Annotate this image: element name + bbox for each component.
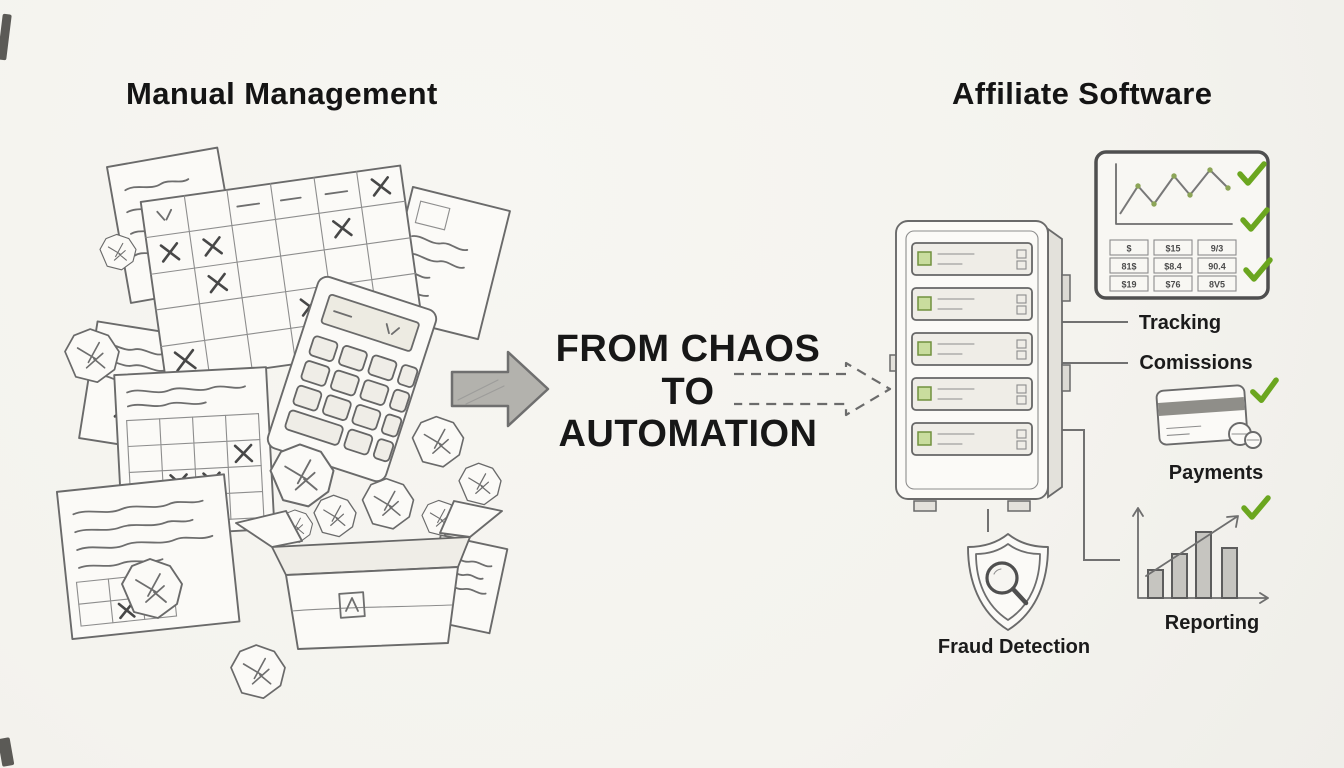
- led-indicator: [917, 296, 932, 311]
- cardboard-box-sketch: [235, 477, 503, 650]
- cell-value: $15: [1165, 244, 1180, 254]
- server-bay: [911, 422, 1033, 456]
- server-bay: [911, 377, 1033, 411]
- trend-arrow: [1145, 515, 1239, 577]
- label-tracking: Tracking: [1138, 312, 1222, 334]
- currency-grid: $ $15 9/3 81$ $8.4 90.4 $19 $76 8V5: [1109, 239, 1237, 292]
- led-indicator: [917, 386, 932, 401]
- center-tagline: FROM CHAOS TO AUTOMATION: [538, 328, 838, 456]
- crumpled-paper: [458, 462, 502, 506]
- cell-value: $19: [1121, 280, 1136, 290]
- label-commissions: Comissions: [1139, 352, 1253, 374]
- calculator-sketch: [266, 275, 438, 483]
- data-points: [1135, 167, 1231, 207]
- magnifier-icon: [985, 561, 1029, 606]
- crumpled-paper: [230, 644, 286, 700]
- cell-value: $: [1126, 244, 1131, 254]
- paper-sheet: [55, 473, 241, 641]
- fraud-shield-icon: [967, 533, 1049, 631]
- chart-axes: [1132, 507, 1269, 604]
- analytics-monitor-illustration: $ $15 9/3 81$ $8.4 90.4 $19 $76 8V5: [1094, 150, 1273, 300]
- led-indicator: [917, 251, 932, 266]
- right-section-title: Affiliate Software: [952, 76, 1213, 111]
- chart-axes: [1115, 163, 1233, 225]
- label-payments: Payments: [1168, 462, 1264, 484]
- cell-value: 9/3: [1211, 244, 1224, 254]
- tagline-line-2: TO: [661, 370, 715, 413]
- server-bay: [911, 242, 1033, 276]
- payment-card-icon: [1155, 377, 1279, 449]
- label-reporting: Reporting: [1164, 612, 1260, 634]
- cell-value: 90.4: [1208, 262, 1226, 272]
- cell-value: 8V5: [1209, 280, 1225, 290]
- dashed-arrow-icon: [734, 361, 892, 417]
- manual-clutter-illustration: [55, 146, 511, 700]
- tagline-line-3: AUTOMATION: [558, 413, 818, 456]
- cell-value: $76: [1165, 280, 1180, 290]
- check-icon: [1243, 257, 1273, 282]
- left-section-title: Manual Management: [126, 76, 438, 111]
- server-bay: [911, 287, 1033, 321]
- server-bay: [911, 332, 1033, 366]
- cell-value: $8.4: [1164, 262, 1182, 272]
- solid-arrow-icon: [450, 350, 550, 428]
- cell-value: 81$: [1121, 262, 1136, 272]
- led-indicator: [917, 341, 932, 356]
- server-tower-illustration: [889, 220, 1071, 512]
- check-icon: [1237, 161, 1267, 186]
- label-fraud-detection: Fraud Detection: [937, 636, 1091, 658]
- bars: [1147, 531, 1238, 599]
- check-icon: [1250, 377, 1279, 404]
- tagline-line-1: FROM CHAOS: [555, 328, 821, 370]
- check-icon: [1241, 495, 1271, 520]
- coins-icon: [1228, 422, 1262, 449]
- check-icon: [1240, 207, 1270, 232]
- led-indicator: [917, 431, 932, 446]
- report-chart-illustration: [1132, 495, 1271, 604]
